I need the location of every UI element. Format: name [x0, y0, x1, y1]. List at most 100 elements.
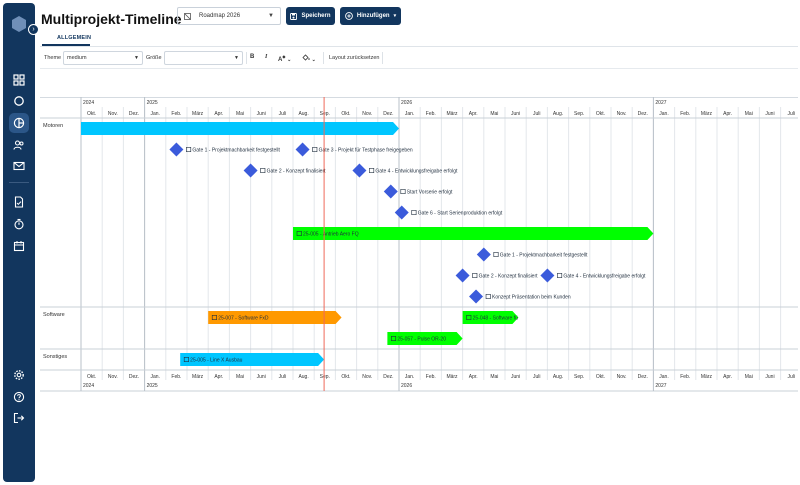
month-label-bottom: März — [192, 374, 204, 380]
checkbox-icon — [557, 273, 563, 279]
month-label-bottom: Nov. — [617, 374, 627, 380]
caret-down-icon: ▾ — [393, 13, 397, 19]
month-label-bottom: Juli — [533, 374, 541, 380]
save-button[interactable]: Speichern — [286, 7, 335, 25]
month-label: Juli — [279, 111, 287, 117]
timeline-icon[interactable] — [9, 113, 29, 133]
month-label-bottom: Dez. — [638, 374, 648, 380]
month-label: Feb. — [680, 111, 690, 117]
project-bar — [387, 332, 463, 345]
milestone-label: Gate 6 - Start Serienproduktion erfolgt — [418, 210, 503, 216]
month-label: Dez. — [129, 111, 139, 117]
project-select-value: Roadmap 2026 — [199, 13, 241, 19]
project-select[interactable]: Roadmap 2026 ▼ — [177, 7, 281, 25]
tab-divider — [40, 46, 798, 47]
font-size-button[interactable]: A◆ ⌄ — [278, 54, 292, 63]
size-select[interactable]: ▼ — [164, 51, 243, 65]
month-label-bottom: Okt. — [596, 374, 605, 380]
year-label: 2025 — [147, 100, 158, 106]
project-bar-label: 25-048 - Software fü — [473, 315, 519, 321]
month-label-bottom: Feb. — [426, 374, 436, 380]
milestone-diamond — [352, 163, 367, 178]
milestone-label: Gate 4 - Entwicklungsfreigabe erfolgt — [375, 168, 458, 174]
month-label-bottom: Nov. — [362, 374, 372, 380]
month-label: Jan. — [659, 111, 668, 117]
month-label-bottom: Jan. — [150, 374, 159, 380]
milestone-label: Gate 4 - Entwicklungsfreigabe erfolgt — [563, 273, 646, 279]
toolbar-separator — [323, 52, 324, 64]
month-label-bottom: Jan. — [405, 374, 414, 380]
theme-label: Theme — [44, 55, 62, 61]
calendar-icon[interactable] — [9, 236, 29, 256]
month-label-bottom: Juni — [765, 374, 774, 380]
add-button[interactable]: Hinzufügen ▾ — [340, 7, 401, 25]
checkbox-icon — [211, 315, 217, 321]
month-label: Apr. — [723, 111, 732, 117]
milestone-diamond — [295, 142, 310, 157]
logout-icon[interactable] — [9, 408, 29, 428]
month-label: Okt. — [341, 111, 350, 117]
help-icon[interactable] — [9, 387, 29, 407]
month-label: Apr. — [214, 111, 223, 117]
checkbox-icon — [260, 168, 266, 174]
month-label: März — [446, 111, 458, 117]
fill-color-button[interactable]: ⌄ — [302, 54, 316, 63]
users-icon[interactable] — [9, 135, 29, 155]
year-label-bottom: 2026 — [401, 383, 412, 389]
month-label: Dez. — [638, 111, 648, 117]
month-label-bottom: Mai — [490, 374, 498, 380]
document-icon[interactable] — [9, 192, 29, 212]
checkbox-icon — [472, 273, 478, 279]
month-label-bottom: Juli — [787, 374, 795, 380]
month-label-bottom: Mai — [236, 374, 244, 380]
year-label: 2024 — [83, 100, 94, 106]
month-label: Okt. — [87, 111, 96, 117]
month-label: Juni — [257, 111, 266, 117]
milestone-diamond — [540, 268, 555, 283]
dashboard-icon[interactable] — [9, 70, 29, 90]
reset-layout-button[interactable]: Layout zurücksetzen — [329, 55, 380, 61]
checkbox-icon — [369, 168, 375, 174]
project-bar-label: 25-007 - Software FxD — [218, 315, 269, 321]
milestone-label: Gate 2 - Konzept finalisiert — [479, 273, 539, 279]
milestone-label: Konzept Präsentation beim Kunden — [492, 294, 571, 300]
month-label: Juli — [787, 111, 795, 117]
italic-button[interactable]: I — [265, 54, 268, 60]
no-filter-icon — [184, 12, 191, 20]
milestone-diamond — [476, 247, 491, 262]
milestone-label: Gate 1 - Projektmachbarkeit festgestellt — [500, 252, 588, 258]
theme-select[interactable]: medium ▼ — [63, 51, 143, 65]
section-label: Sonstiges — [43, 354, 67, 360]
milestone-label: Gate 2 - Konzept finalisiert — [267, 168, 327, 174]
sidebar-collapse-button[interactable]: › — [28, 24, 39, 35]
month-label: Nov. — [108, 111, 118, 117]
month-label-bottom: Feb. — [680, 374, 690, 380]
project-bar — [81, 122, 399, 135]
month-label: Apr. — [469, 111, 478, 117]
sidebar — [3, 3, 35, 482]
month-label-bottom: Sep. — [574, 374, 584, 380]
plus-circle-icon — [345, 12, 353, 20]
mail-icon[interactable] — [9, 156, 29, 176]
month-label: Juli — [533, 111, 541, 117]
month-label-bottom: Okt. — [87, 374, 96, 380]
save-icon — [290, 12, 298, 20]
section-label: Software — [43, 312, 65, 318]
circle-icon[interactable] — [9, 91, 29, 111]
checkbox-icon — [296, 231, 302, 237]
month-label: März — [701, 111, 713, 117]
milestone-label: Start Vorserie erfolgt — [407, 189, 453, 195]
tab-general[interactable]: ALLGEMEIN — [57, 35, 92, 41]
bold-button[interactable]: B — [250, 54, 255, 60]
tab-active-indicator — [42, 44, 90, 46]
month-label: März — [192, 111, 204, 117]
year-label: 2026 — [401, 100, 412, 106]
month-label: Juni — [765, 111, 774, 117]
gantt-timeline: Okt. Okt. Nov. Nov. Dez. Dez. Jan. Jan. Feb. Feb.… — [40, 97, 798, 403]
milestone-label: Gate 3 - Projekt für Testphase freigegeb… — [319, 147, 413, 153]
timer-icon[interactable] — [9, 214, 29, 234]
settings-icon[interactable] — [9, 365, 29, 385]
theme-select-value: medium — [67, 55, 87, 61]
month-label-bottom: Mai — [745, 374, 753, 380]
